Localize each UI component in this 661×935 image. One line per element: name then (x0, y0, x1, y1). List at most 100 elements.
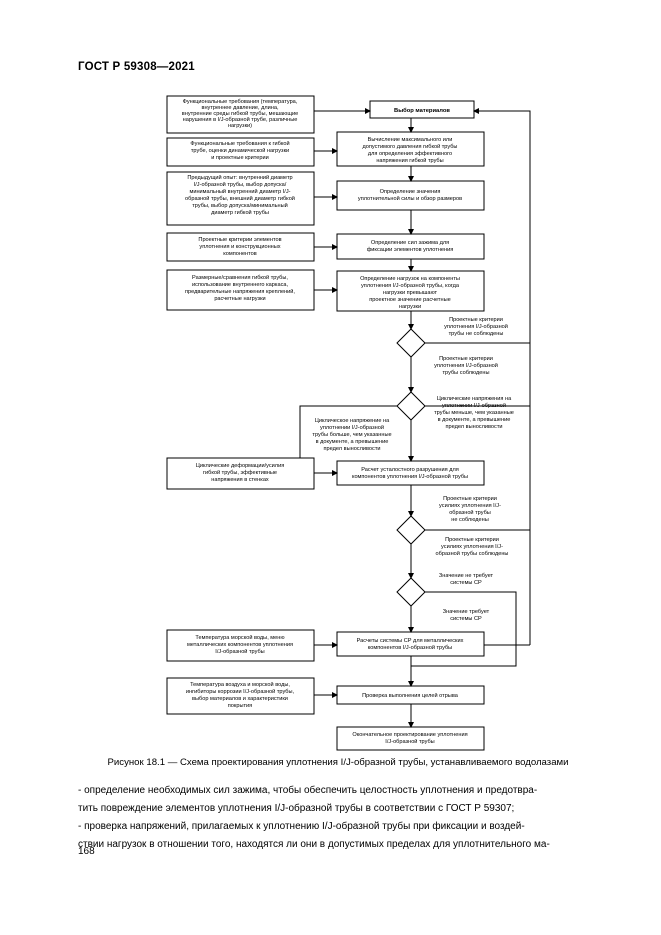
tl3-0: Предыдущий опыт: внутренний диаметр (187, 174, 292, 181)
tc8-0: Проверка выполнения целей отрыва (362, 692, 459, 699)
tl8-2: выбор материалов и характеристики (192, 696, 288, 702)
tl6-1: гибкой трубы, эффективные (203, 469, 277, 476)
box-fatigue-calc (336, 460, 485, 486)
tl3-5: диаметр гибкой трубы (211, 209, 269, 216)
text-center-5: Определение нагрузок на компонентыуплотн… (360, 276, 460, 310)
tc1-0: Выбор материалов (394, 107, 450, 114)
document-standard-header: ГОСТ Р 59308—2021 (78, 61, 195, 73)
tc2-2: для определения эффективного (368, 151, 452, 157)
text-left-8: Температура воздуха и морской воды,ингиб… (186, 681, 295, 709)
tl1-0: Функциональные требования (температура, (183, 99, 298, 105)
tl4-1: уплотнения и конструкционных (199, 244, 280, 250)
paragraph-stress-check: - проверка напряжений, прилагаемых к упл… (78, 818, 598, 854)
tl3-3: образной трубы, внешний диаметр гибкой (185, 195, 295, 202)
tl8-1: ингибиторы коррозии I/J-образной трубы, (186, 688, 295, 695)
ld2n-4: предел выносливости (323, 446, 380, 452)
tl3-4: трубы, выбор допуска/минимальный (192, 202, 288, 209)
tc5-3: проектное значение расчетные (369, 297, 450, 303)
ld4n-0: Значение требует (443, 609, 490, 615)
page-number: 168 (78, 846, 95, 857)
tc5-0: Определение нагрузок на компоненты (360, 276, 460, 282)
text-center-7: Расчеты системы СР для металлическихкомп… (357, 638, 464, 651)
text-center-2: Вычисление максимального илидопустимого … (363, 137, 458, 164)
decision-3 (396, 515, 426, 545)
ld4n-1: системы СР (450, 616, 482, 622)
tc4-0: Определение сил зажима для (371, 240, 449, 246)
box-functional-requirements (166, 95, 315, 134)
decision-1 (396, 328, 426, 358)
ld3y-3: не соблюдены (451, 517, 489, 523)
ld1y-0: Проектные критерии (449, 317, 503, 323)
tc5-2: нагрузки превышают (383, 290, 438, 296)
tl2-2: и проектные критерии (211, 155, 269, 161)
tl1-4: нагрузки) (228, 123, 252, 129)
paragraph-clamp-forces: - определение необходимых сил зажима, чт… (78, 782, 598, 818)
text-left-7: Температура морской воды, менюметалличес… (187, 634, 293, 655)
ld1y-2: трубы не соблюдены (449, 331, 504, 337)
ld3n-1: усилиях уплотнения I/J- (441, 544, 503, 550)
tl5-2: предварительные напряжения креплений, (185, 288, 295, 295)
box-design-criteria (166, 232, 315, 262)
ld3n-0: Проектные критерии (445, 537, 499, 543)
tc2-0: Вычисление максимального или (368, 137, 453, 143)
tl1-3: нарушения в I/J-образной трубе, различны… (183, 116, 298, 123)
tl5-0: Размерные/сравнения гибкой трубы, (192, 274, 288, 281)
tl6-2: напряжения в стенках (211, 477, 269, 483)
ld4y-1: системы СР (450, 580, 482, 586)
ld2y-1: уплотнении I/J-образной (442, 402, 506, 409)
ld3y-1: усилиях уплотнения I/J- (439, 503, 501, 509)
tc3-0: Определение значения (380, 189, 441, 195)
ld3y-2: образной трубы (449, 509, 491, 516)
tl5-3: расчетные нагрузки (214, 296, 265, 302)
para1-line-1: - определение необходимых сил зажима, чт… (78, 785, 538, 796)
box-cp-calc (336, 631, 485, 657)
figure-caption: Рисунок 18.1 — Схема проектирования упло… (107, 757, 569, 768)
ld3y-0: Проектные критерии (443, 496, 497, 502)
para1-line-2: тить повреждение элементов уплотнения I/… (78, 803, 515, 814)
ld3n-2: образной трубы соблюдены (436, 550, 509, 557)
ld4y-0: Значение не требует (439, 573, 494, 579)
tl4-2: компонентов (223, 251, 257, 257)
tl1-1: внутреннее давление, длина, (201, 105, 278, 111)
text-center-6: Расчет усталостного разрушения длякомпон… (352, 467, 468, 480)
text-center-9: Окончательное проектирование уплотненияI… (352, 732, 467, 745)
ld1y-1: уплотнения I/J-образной (444, 323, 508, 330)
tl6-0: Циклические деформации/усилия (196, 463, 284, 469)
tl2-1: трубе, оценки динамической нагрузки (191, 147, 289, 154)
box-pipe-dimensions (166, 269, 315, 311)
ld1n-1: уплотнения I/J-образной (434, 362, 498, 369)
tc3-1: уплотнительной силы и обзор размеров (358, 195, 462, 202)
tl7-2: I/J-образной трубы (215, 648, 264, 655)
tc5-4: нагрузки (399, 304, 421, 310)
tc7-0: Расчеты системы СР для металлических (357, 638, 464, 644)
tl8-3: покрытия (228, 703, 252, 709)
box-cyclic-deformations (166, 457, 315, 490)
box-seal-force (336, 180, 485, 211)
ld1n-2: трубы соблюдены (443, 370, 490, 376)
ld2y-2: трубы меньше, чем указанные (434, 410, 514, 416)
tc9-1: I/J-образной трубы (385, 738, 434, 745)
ld2n-3: в документе, а превышение (316, 439, 389, 445)
tl1-2: внутренние среды гибкой трубы, мешающие (182, 110, 298, 117)
ld2n-0: Циклическое напряжение на (315, 418, 390, 424)
ld2n-2: трубы больше, чем указанные (312, 432, 391, 438)
tl3-1: I/J-образной трубы, выбор допуска/ (194, 181, 287, 188)
ld2y-0: Циклические напряжения на (437, 396, 512, 402)
tc5-1: уплотнения I/J-образной трубы, когда (361, 282, 460, 289)
decision-4 (396, 577, 426, 607)
box-functional-pipe (166, 137, 315, 167)
text-left-3: Предыдущий опыт: внутренний диаметрI/J-о… (185, 174, 295, 216)
tc7-1: компонентов I/J-образной трубы (368, 644, 452, 651)
tc2-1: допустимого давления гибкой трубы (363, 143, 458, 150)
box-air-seawater (166, 677, 315, 715)
